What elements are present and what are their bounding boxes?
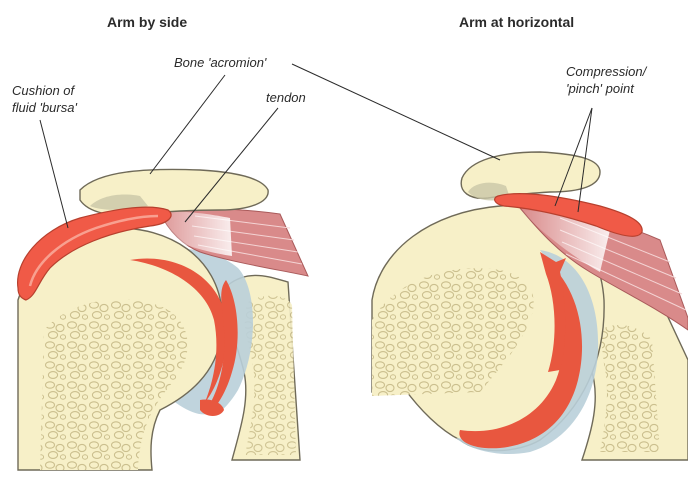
label-pinch-line2: 'pinch' point xyxy=(566,81,634,97)
label-acromion: Bone 'acromion' xyxy=(174,55,266,71)
left-shoulder xyxy=(18,169,308,470)
label-tendon: tendon xyxy=(266,90,306,106)
right-shoulder xyxy=(372,152,688,460)
right-glenoid-trabecular xyxy=(600,325,660,452)
label-pinch-line1: Compression/ xyxy=(566,64,646,80)
title-arm-at-horizontal: Arm at horizontal xyxy=(459,14,574,30)
bursa-leader xyxy=(40,120,68,228)
left-humerus-trabecular xyxy=(40,299,188,470)
title-arm-by-side: Arm by side xyxy=(107,14,187,30)
label-bursa-line1: Cushion of xyxy=(12,83,74,99)
acromion-leader-left xyxy=(150,75,225,174)
acromion-leader-right xyxy=(292,64,500,160)
label-bursa-line2: fluid 'bursa' xyxy=(12,100,77,116)
